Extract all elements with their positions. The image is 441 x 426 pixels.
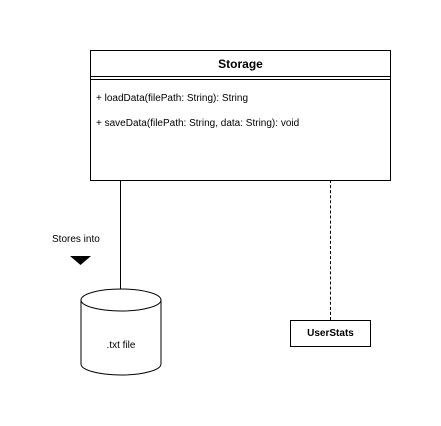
datastore-cylinder-icon: [80, 288, 162, 376]
storage-class-name: Storage: [91, 51, 390, 77]
dependency-connector: [330, 180, 331, 320]
direction-arrow-icon: [70, 256, 91, 265]
relationship-label: Stores into: [52, 234, 100, 245]
datastore-label: .txt file: [106, 340, 136, 351]
method-save-data: + saveData(filePath: String, data: Strin…: [96, 118, 300, 129]
stores-into-connector: [120, 180, 121, 291]
class-divider: [91, 79, 390, 80]
userstats-class-box: UserStats: [290, 320, 371, 347]
storage-class-box: Storage + loadData(filePath: String): St…: [90, 50, 391, 181]
userstats-class-name: UserStats: [307, 328, 354, 339]
method-load-data: + loadData(filePath: String): String: [96, 93, 249, 104]
